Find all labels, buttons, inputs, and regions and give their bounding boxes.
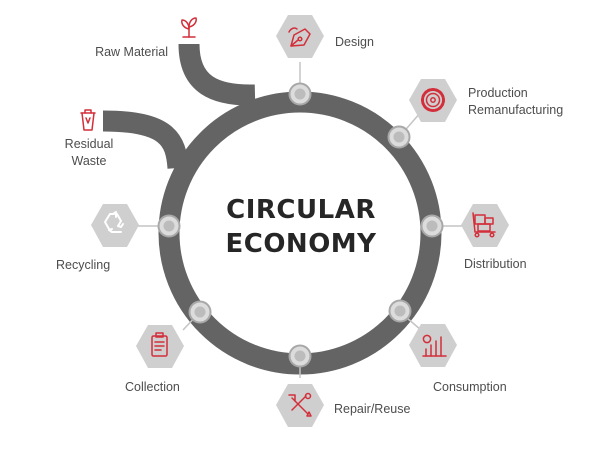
- node-distribution: [420, 214, 444, 238]
- tools-icon: [288, 392, 312, 417]
- label-raw-material: Raw Material: [95, 45, 168, 59]
- label-consumption: Consumption: [433, 380, 507, 394]
- label-distribution: Distribution: [464, 257, 527, 271]
- bar-chart-icon: [422, 334, 447, 357]
- hexagon-production: [409, 79, 457, 122]
- hexagon-distribution: [461, 204, 509, 247]
- label-production: Production Remanufacturing: [468, 85, 563, 119]
- label-production-line-2: Remanufacturing: [468, 103, 564, 117]
- design-pen-icon: [288, 27, 311, 47]
- ring-nodes: [157, 82, 444, 368]
- label-repair-reuse: Repair/Reuse: [334, 402, 411, 416]
- gear-icon: [421, 88, 445, 112]
- hexagon-consumption: [409, 324, 457, 367]
- label-residual-waste: Residual Waste: [54, 136, 124, 170]
- recycle-icon: [104, 211, 124, 233]
- label-residual-waste-line-2: Waste: [71, 154, 107, 168]
- label-design: Design: [335, 35, 374, 49]
- diagram-title: CIRCULAR ECONOMY: [200, 193, 402, 261]
- node-consumption: [388, 299, 412, 323]
- raw-material-flow: [178, 43, 256, 106]
- node-design: [288, 82, 312, 106]
- residual-waste-flow: [102, 110, 189, 169]
- label-recycling: Recycling: [56, 258, 111, 272]
- node-repair-reuse: [288, 344, 312, 368]
- node-recycling: [157, 214, 181, 238]
- title-line-2: ECONOMY: [225, 229, 377, 259]
- node-collection: [188, 300, 212, 324]
- plant-sprout-icon: [181, 17, 197, 38]
- node-production: [387, 125, 411, 149]
- hexagon-recycling: [91, 204, 139, 247]
- label-production-line-1: Production: [468, 86, 528, 100]
- title-line-1: CIRCULAR: [226, 195, 376, 225]
- clipboard-icon: [151, 332, 168, 357]
- waste-bin-icon: [80, 109, 96, 131]
- label-residual-waste-line-1: Residual: [64, 137, 114, 151]
- delivery-boxes-icon: [472, 212, 496, 238]
- label-collection: Collection: [125, 380, 180, 394]
